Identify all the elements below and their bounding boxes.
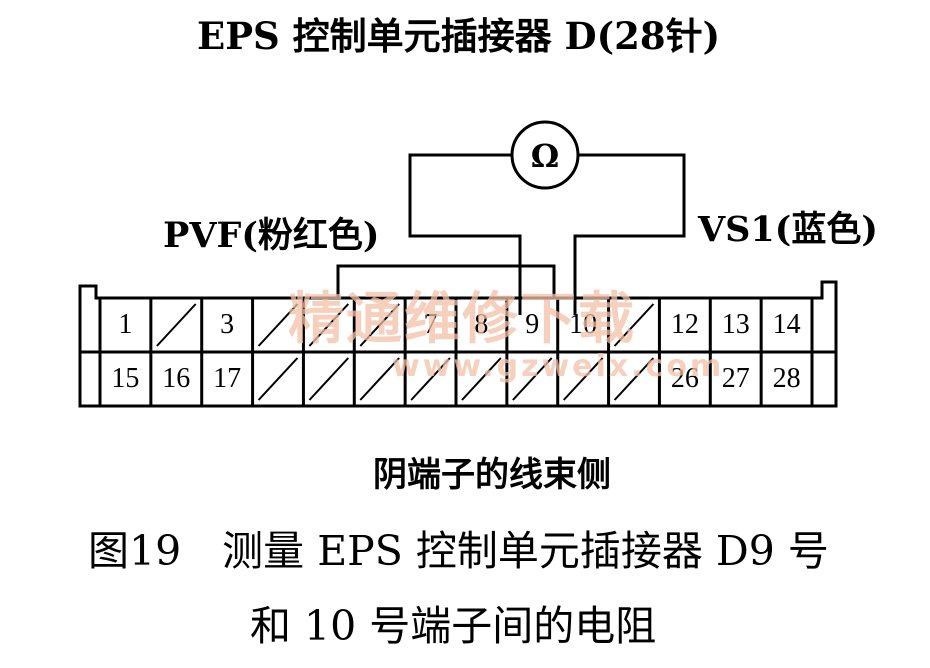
blank-cavity-slash [156,303,197,347]
pin-label-7: 7 [423,309,438,340]
blank-cavity-slash [512,357,553,401]
connector-body [78,280,838,408]
pin-label-10: 10 [569,309,598,340]
figure-caption-line1: 图19 测量 EPS 控制单元插接器 D9 号 [88,527,829,575]
pin-label-8: 8 [474,309,489,340]
blank-cavity-slash [257,357,299,401]
blank-cavity-slash [359,303,400,347]
diagram-title: EPS 控制单元插接器 D(28针) [197,14,721,58]
vs1-wire-label: VS1(蓝色) [698,209,878,250]
pin-label-1: 1 [118,309,133,340]
pin-label-3: 3 [220,309,235,340]
probe-wire-left [408,153,522,315]
pin-label-12: 12 [670,309,699,340]
pin-label-27: 27 [721,363,750,394]
blank-cavity-slash [562,357,604,401]
pin-label-14: 14 [772,309,801,340]
blank-cavity-slash [308,303,350,347]
ohm-symbol: Ω [530,137,560,175]
blank-cavity-slash [410,357,451,401]
blank-cavity-slash [613,303,655,347]
probe-wire-right [573,153,686,315]
pin-label-9: 9 [525,309,540,340]
blank-cavity-slash [613,357,655,401]
figure-caption-line2: 和 10 号端子间的电阻 [250,602,657,650]
pvf-wire-label: PVF(粉红色) [163,215,380,256]
pin-label-17: 17 [213,363,242,394]
pin-label-16: 16 [162,363,191,394]
connector-latch [336,264,556,298]
watermark-text: 精通维修下载 [288,287,636,352]
pin-label-15: 15 [111,363,140,394]
harness-side-label: 阴端子的线束侧 [373,455,611,495]
blank-cavity-slash [461,357,502,401]
blank-cavity-slash [257,303,299,347]
pin-label-28: 28 [772,363,801,394]
pin-label-13: 13 [721,309,750,340]
watermark-url: www.gzweix.com [392,349,725,384]
blank-cavity-slash [359,357,400,401]
blank-cavity-slash [308,357,350,401]
pin-label-26: 26 [670,363,699,394]
